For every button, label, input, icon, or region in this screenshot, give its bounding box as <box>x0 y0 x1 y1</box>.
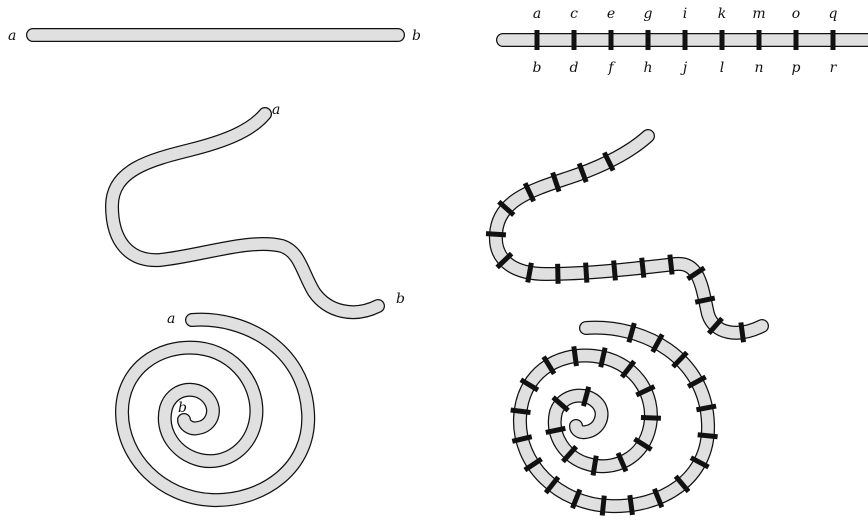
wavy-marked-tick <box>555 264 560 284</box>
spiral-marked-ticks <box>510 322 717 515</box>
straight-plain-tube: a b <box>8 28 421 44</box>
straight-marked-tick <box>794 30 799 50</box>
straight-plain-label-b: b <box>412 28 421 44</box>
bottom-label-8: p <box>792 60 801 76</box>
top-label-1: a <box>533 6 541 22</box>
wavy-marked-tube-fill <box>496 136 762 333</box>
bottom-label-5: j <box>680 60 688 76</box>
bottom-label-1: b <box>533 60 542 76</box>
straight-marked-bottom-labels: b d f h j l n p r <box>533 60 838 76</box>
wavy-plain-tube: a b <box>112 102 405 312</box>
spiral-marked-tick <box>641 415 661 421</box>
straight-marked-tick <box>646 30 651 50</box>
spiral-plain-tube: a b <box>122 311 308 500</box>
wavy-plain-tube-outline <box>112 114 378 312</box>
top-label-5: i <box>683 6 687 22</box>
straight-marked-tick <box>757 30 762 50</box>
spiral-marked-tube <box>510 322 717 515</box>
straight-marked-tick <box>831 30 836 50</box>
top-label-2: c <box>570 6 578 22</box>
top-label-3: e <box>607 6 615 22</box>
straight-marked-top-labels: a c e g i k m o q <box>533 6 838 22</box>
bottom-label-7: n <box>754 60 763 76</box>
straight-marked-tick <box>720 30 725 50</box>
straight-marked-tick <box>609 30 614 50</box>
wavy-plain-tube-fill <box>112 114 378 312</box>
top-label-4: g <box>644 6 653 22</box>
spiral-plain-label-a: a <box>167 311 175 327</box>
wavy-marked-tube-outline <box>496 136 762 333</box>
bottom-label-3: f <box>607 60 616 76</box>
spiral-plain-label-b: b <box>178 400 187 416</box>
bottom-label-4: h <box>643 60 652 76</box>
bottom-label-9: r <box>830 60 838 76</box>
straight-marked-tube: a c e g i k m o q b d f h j l n p r <box>503 6 868 76</box>
bottom-label-2: d <box>570 60 579 76</box>
wavy-plain-label-a: a <box>272 102 280 118</box>
wavy-plain-label-b: b <box>396 291 405 307</box>
top-label-9: q <box>829 6 838 22</box>
straight-marked-tick <box>572 30 577 50</box>
straight-marked-tick <box>683 30 688 50</box>
straight-plain-label-a: a <box>8 28 16 44</box>
top-label-6: k <box>718 6 726 22</box>
straight-marked-tick <box>535 30 540 50</box>
wavy-marked-tube <box>486 136 762 343</box>
top-label-7: m <box>752 6 765 22</box>
spiral-plain-tube-fill <box>122 320 308 500</box>
bottom-label-6: l <box>720 60 724 76</box>
top-label-8: o <box>792 6 800 22</box>
